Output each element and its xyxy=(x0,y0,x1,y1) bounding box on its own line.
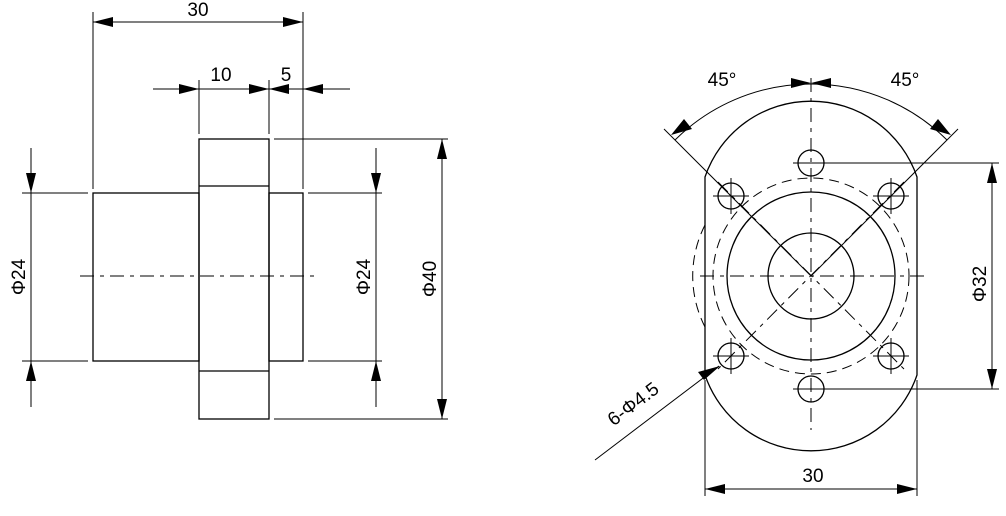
dim-angle-right: 45° xyxy=(891,70,920,91)
bolt-hole-lower-right xyxy=(873,338,909,374)
arrowhead xyxy=(811,78,831,88)
dim-angle-left: 45° xyxy=(708,70,737,91)
dim-overall-length: 30 xyxy=(187,0,208,21)
bolt-hole-lower-left xyxy=(713,338,749,374)
angle-dim-arc xyxy=(674,83,948,141)
arrowhead xyxy=(303,84,323,94)
side-view: 30 10 5 Φ24 Φ24 Φ40 xyxy=(9,0,448,420)
angle-ext-line-right xyxy=(810,128,959,277)
arrowhead xyxy=(371,173,381,193)
arrowhead xyxy=(371,361,381,381)
dim-flat-width: 30 xyxy=(802,466,823,487)
right-hub-outline xyxy=(268,192,304,362)
dim-flange-width: 10 xyxy=(210,65,231,86)
front-view: 45° 45° Φ32 30 6-Φ4.5 xyxy=(594,70,999,496)
flange-phantom-arc xyxy=(692,224,706,328)
bolt-hole-top xyxy=(793,149,829,177)
arrowhead xyxy=(437,139,447,159)
left-hub-outline xyxy=(92,192,200,362)
arrowhead xyxy=(987,163,997,183)
dim-flange-diameter: Φ40 xyxy=(420,261,441,297)
arrowhead xyxy=(698,366,720,380)
arrowhead xyxy=(249,84,269,94)
dim-bolt-circle: Φ32 xyxy=(970,266,991,302)
arrowhead xyxy=(437,399,447,419)
arrowhead xyxy=(93,17,113,27)
dim-step: 5 xyxy=(281,65,292,86)
arrowhead xyxy=(705,484,725,494)
arrowhead xyxy=(930,119,951,135)
arrowhead xyxy=(26,173,36,193)
bolt-hole-bottom xyxy=(793,375,829,403)
angle-ext-line-left xyxy=(663,128,812,277)
arrowhead xyxy=(283,17,303,27)
arrowhead xyxy=(671,119,692,135)
dim-holes: 6-Φ4.5 xyxy=(604,379,663,431)
arrowhead xyxy=(269,84,289,94)
arrowhead xyxy=(26,361,36,381)
arrowhead xyxy=(987,369,997,389)
arrowhead xyxy=(897,484,917,494)
flange-outline xyxy=(198,138,270,420)
arrowhead xyxy=(791,78,811,88)
hole-leader-line xyxy=(594,365,720,461)
dim-right-diameter: Φ24 xyxy=(354,258,375,295)
dim-left-diameter: Φ24 xyxy=(9,258,30,295)
flange-outer-profile xyxy=(704,100,918,452)
arrowhead xyxy=(179,84,199,94)
